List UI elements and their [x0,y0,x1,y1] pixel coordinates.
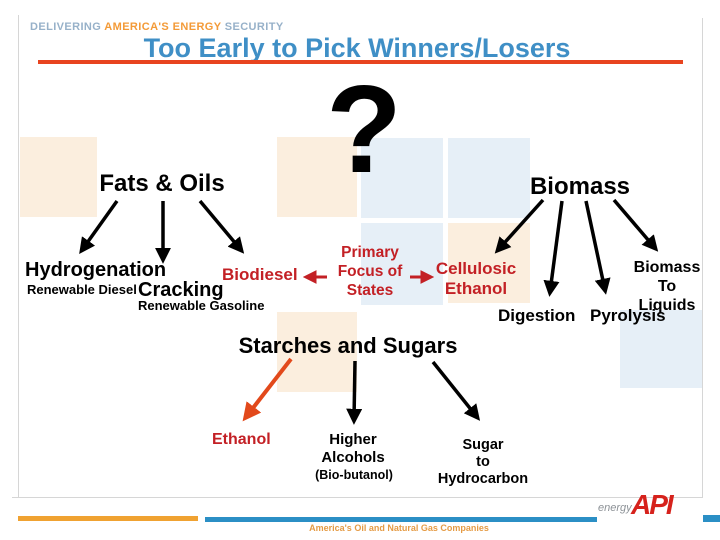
eyebrow-slogan: DELIVERING AMERICA'S ENERGY SECURITY [30,21,284,33]
bg-square-peach [277,137,357,217]
arrow-biomass-to-digestion [543,200,564,297]
node-biomass-to-liquids: Biomass To Liquids [633,259,701,314]
node-bio-butanol: (Bio-butanol) [315,468,393,482]
frame-line-bottom [12,497,703,498]
api-logo-blue-bar [703,515,720,522]
bg-square-blue [361,223,443,305]
api-logo-energy-text: energy [598,502,632,514]
node-higher-alcohols: Higher Alcohols [321,431,385,466]
bg-square-blue [448,138,530,218]
node-cellulosic-ethanol: Cellulosic Ethanol [435,259,517,298]
bg-square-blue [620,310,702,388]
node-biomass: Biomass [529,173,631,200]
footer-tagline: America's Oil and Natural Gas Companies [309,523,489,533]
eyebrow-delivering: DELIVERING [30,21,105,33]
node-ethanol: Ethanol [212,431,271,448]
node-pyrolysis: Pyrolysis [590,306,666,325]
node-sugar-to-hydrocarbon: Sugar to Hydrocarbon [437,437,529,487]
node-fats-oils: Fats & Oils [99,170,225,197]
node-renewable-gasoline: Renewable Gasoline [138,298,265,313]
node-renewable-diesel: Renewable Diesel [27,282,137,297]
frame-line-left [18,15,19,497]
node-starches-sugars: Starches and Sugars [238,333,458,358]
frame-line-right [702,18,703,497]
api-logo: API [631,489,674,520]
footer-bar-blue [205,517,597,522]
eyebrow-security: SECURITY [224,21,284,33]
node-cracking: Cracking [138,279,224,301]
node-biodiesel: Biodiesel [222,265,298,284]
eyebrow-americas-energy: AMERICA'S ENERGY [104,21,225,33]
node-hydrogenation: Hydrogenation [25,259,167,281]
title-underline [38,60,683,64]
footer-bar-orange [18,516,198,521]
node-digestion: Digestion [498,306,576,325]
node-primary-focus: Primary Focus of States [337,244,403,299]
arrow-fats-to-biodiesel [198,199,245,254]
question-mark: ? [326,61,402,199]
arrow-starches-to-sugar [431,360,481,421]
arrow-biomass-to-btl [612,198,659,252]
arrow-biomass-to-pyrolysis [584,200,611,295]
page-title: Too Early to Pick Winners/Losers [143,33,571,63]
bg-square-blue [361,138,443,218]
bg-square-peach [20,137,97,217]
